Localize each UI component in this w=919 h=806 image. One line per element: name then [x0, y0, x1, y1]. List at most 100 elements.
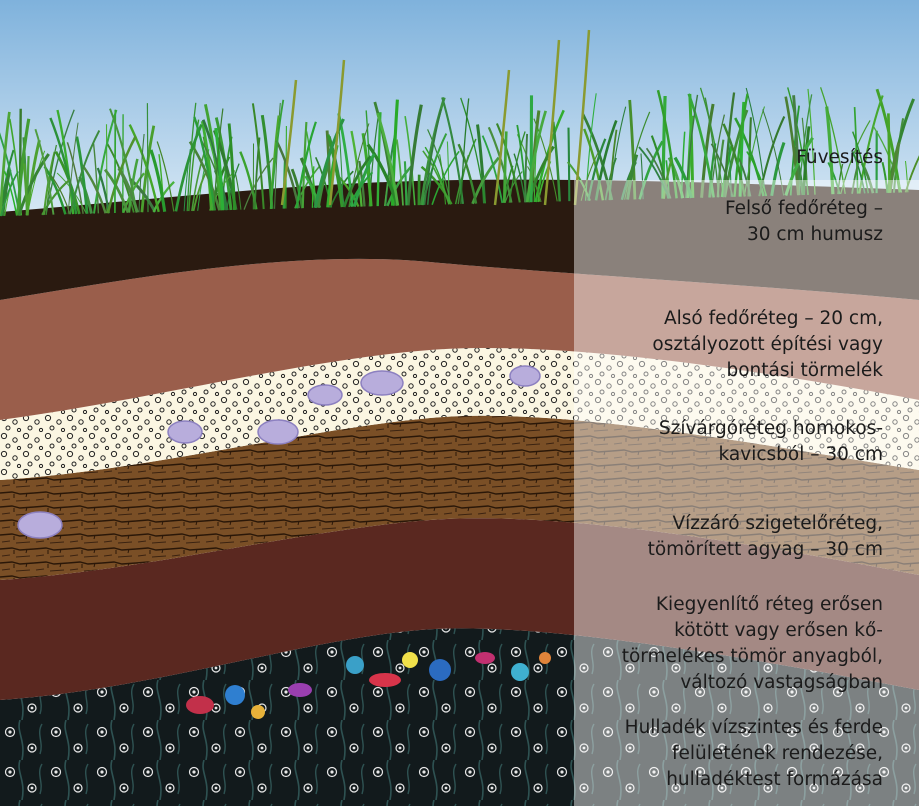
label-waste-line: felületének rendezése, — [671, 743, 883, 764]
grass-blade — [819, 87, 846, 194]
label-lower-cover-line: bontási törmelék — [726, 360, 883, 381]
grass-blade — [640, 153, 644, 200]
grass-blade — [92, 143, 100, 214]
grass-blade — [770, 142, 786, 197]
grass-blade — [386, 165, 413, 207]
grass-blade — [905, 160, 909, 193]
grass-blade — [376, 112, 400, 206]
grass-blade — [638, 146, 670, 199]
grass-blade — [106, 135, 137, 214]
grass-blade — [624, 111, 651, 200]
grass-blade — [146, 103, 149, 213]
grass-blade — [792, 95, 801, 196]
grass-blade — [34, 128, 55, 215]
grass-blade — [227, 123, 236, 210]
grass-blade — [645, 147, 672, 199]
grass-blade — [186, 102, 197, 212]
grass-blade — [16, 118, 31, 216]
grass-blade — [508, 131, 526, 203]
leveling-layer — [0, 518, 919, 700]
grass-blade — [128, 124, 160, 213]
grass-blade — [423, 108, 442, 206]
label-leveling-line: változó vastagságban — [680, 672, 883, 693]
label-panel — [574, 180, 919, 806]
grass-blade — [422, 150, 450, 205]
reed-stem — [493, 69, 511, 206]
grass-blade — [348, 123, 370, 207]
label-upper-cover-line: 30 cm humusz — [746, 224, 883, 245]
grass-blade — [138, 133, 145, 213]
grass-blade — [762, 109, 785, 196]
label-leveling-line: kötött vagy erősen kő- — [674, 620, 883, 641]
grass-blade — [700, 103, 715, 198]
grass-blade — [56, 172, 87, 214]
grass-blade — [460, 97, 486, 204]
grass-blade — [396, 139, 404, 206]
grass-blade — [191, 153, 205, 212]
grass-blade — [3, 170, 18, 216]
grass-blade — [295, 121, 317, 209]
grass-blade — [802, 126, 811, 196]
grass-blade — [722, 123, 746, 197]
label-lower-cover: Alsó fedőréteg – 20 cm, osztályozott épí… — [652, 306, 883, 384]
grass-blade — [533, 129, 538, 203]
grass-blade — [743, 106, 766, 197]
grass-blade — [41, 178, 71, 216]
label-waste-line: hulladéktest formázása — [666, 769, 883, 790]
grass-blade — [352, 153, 376, 208]
grass-blade — [67, 122, 79, 215]
grass-blade — [326, 134, 344, 208]
label-upper-cover-line: Felső fedőréteg – — [724, 198, 883, 219]
grass-blade — [524, 133, 529, 203]
grass-blade — [853, 107, 859, 194]
grass-blade — [495, 123, 521, 203]
grass-blade — [69, 130, 101, 215]
grass-blade — [9, 118, 23, 216]
grass-blade — [403, 161, 408, 206]
grass-blade — [758, 116, 786, 197]
waste-texture — [0, 628, 919, 806]
grass-blade — [45, 144, 57, 215]
grass-blade — [585, 93, 597, 201]
reed-stem — [543, 39, 561, 206]
grass-blade — [316, 164, 330, 208]
grass-blade — [737, 157, 752, 197]
grass-blade — [109, 108, 138, 213]
label-waste-line: Hulladék vízszintes és ferde — [624, 717, 883, 738]
grass-blade — [243, 157, 274, 210]
clay-texture — [0, 415, 919, 580]
grass-blade — [366, 143, 400, 207]
label-upper-cover: Felső fedőréteg – 30 cm humusz — [725, 196, 883, 248]
grass-blade — [156, 141, 175, 212]
grass-blade — [481, 135, 504, 204]
grass-blade — [825, 106, 835, 195]
grass-blade — [384, 174, 391, 207]
grass-blade — [567, 127, 571, 202]
grass-blade — [149, 149, 167, 212]
waste-debris — [186, 652, 551, 719]
grass-blade — [1, 169, 12, 217]
label-sealing-line: Vízzáró szigetelőréteg, — [672, 513, 883, 534]
grass-blade — [738, 101, 746, 197]
grass-blade — [404, 115, 416, 206]
grass-blade — [446, 141, 450, 205]
grass-blade — [580, 151, 599, 201]
grass-blade — [0, 170, 19, 217]
grass-blade — [673, 156, 693, 199]
grass-blade — [406, 104, 423, 206]
grass-blade — [851, 131, 870, 194]
grass-blade — [638, 140, 664, 200]
grass-blade — [851, 159, 861, 194]
label-grass-line: Füvesítés — [796, 147, 883, 168]
grass-blade — [313, 118, 345, 209]
grass-blade — [17, 153, 50, 216]
grass-blade — [0, 111, 11, 217]
grass-blade — [342, 155, 372, 208]
grass-blade — [699, 87, 725, 198]
grass-blade — [213, 108, 224, 211]
label-drainage: Szívárgóréteg homokos- kavicsból – 30 cm — [659, 416, 883, 468]
grass-blade — [608, 106, 627, 201]
label-drainage-line: Szívárgóréteg homokos- — [658, 418, 883, 439]
grass-blade — [904, 155, 919, 193]
